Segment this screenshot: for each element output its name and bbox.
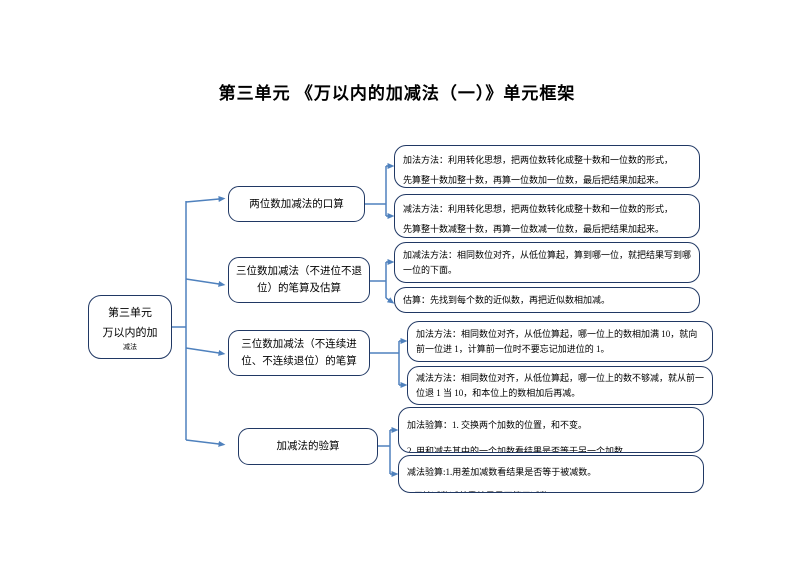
- branch-node-label: 三位数加减法（不连续进位、不连续退位）的笔算: [241, 339, 357, 367]
- detail-box-subtraction-borrow: 减法方法：相同数位对齐，从低位算起，哪一位上的数不够减，就从前一位退 1 当 1…: [407, 366, 713, 405]
- detail-box-addition-check: 加法验算：1. 交换两个加数的位置，和不变。 2. 用和减去其中的一个加数看结果…: [398, 407, 704, 453]
- root-node: 第三单元 万以内的加 减法: [88, 295, 172, 359]
- detail-box-subtraction-check: 减法验算:1.用差加减数看结果是否等于被减数。 2.用被减数减差看结果是否等于减…: [398, 455, 704, 493]
- branch-node-written-carry: 三位数加减法（不连续进位、不连续退位）的笔算: [228, 330, 370, 376]
- detail-box-addition-carry: 加法方法：相同数位对齐，从低位算起，哪一位上的数相加满 10，就向前一位进 1，…: [407, 321, 713, 362]
- page-title: 第三单元 《万以内的加减法（一）》单元框架: [218, 84, 576, 103]
- branch-node-label: 两位数加减法的口算: [249, 198, 344, 210]
- branch-node-verification: 加减法的验算: [238, 428, 378, 465]
- root-node-line1: 第三单元: [108, 306, 152, 319]
- root-node-line3: 减法: [123, 342, 137, 351]
- branch-node-oral-calculation: 两位数加减法的口算: [228, 186, 365, 222]
- branch-node-label: 三位数加减法（不进位不退位）的笔算及估算: [236, 266, 362, 294]
- root-node-line2: 万以内的加: [102, 326, 158, 339]
- detail-box-subtraction-method-oral: 减法方法：利用转化思想，把两位数转化成整十数和一位数的形式， 先算整十数减整十数…: [394, 194, 700, 238]
- branch-node-label: 加减法的验算: [276, 441, 340, 452]
- detail-box-estimation: 估算：先找到每个数的近似数，再把近似数相加减。: [394, 287, 700, 313]
- detail-box-written-method: 加减法方法：相同数位对齐，从低位算起，算到哪一位，就把结果写到哪一位的下面。: [394, 242, 700, 283]
- branch-node-written-no-carry: 三位数加减法（不进位不退位）的笔算及估算: [228, 257, 370, 303]
- detail-box-addition-method-oral: 加法方法：利用转化思想，把两位数转化成整十数和一位数的形式， 先算整十数加整十数…: [394, 145, 700, 188]
